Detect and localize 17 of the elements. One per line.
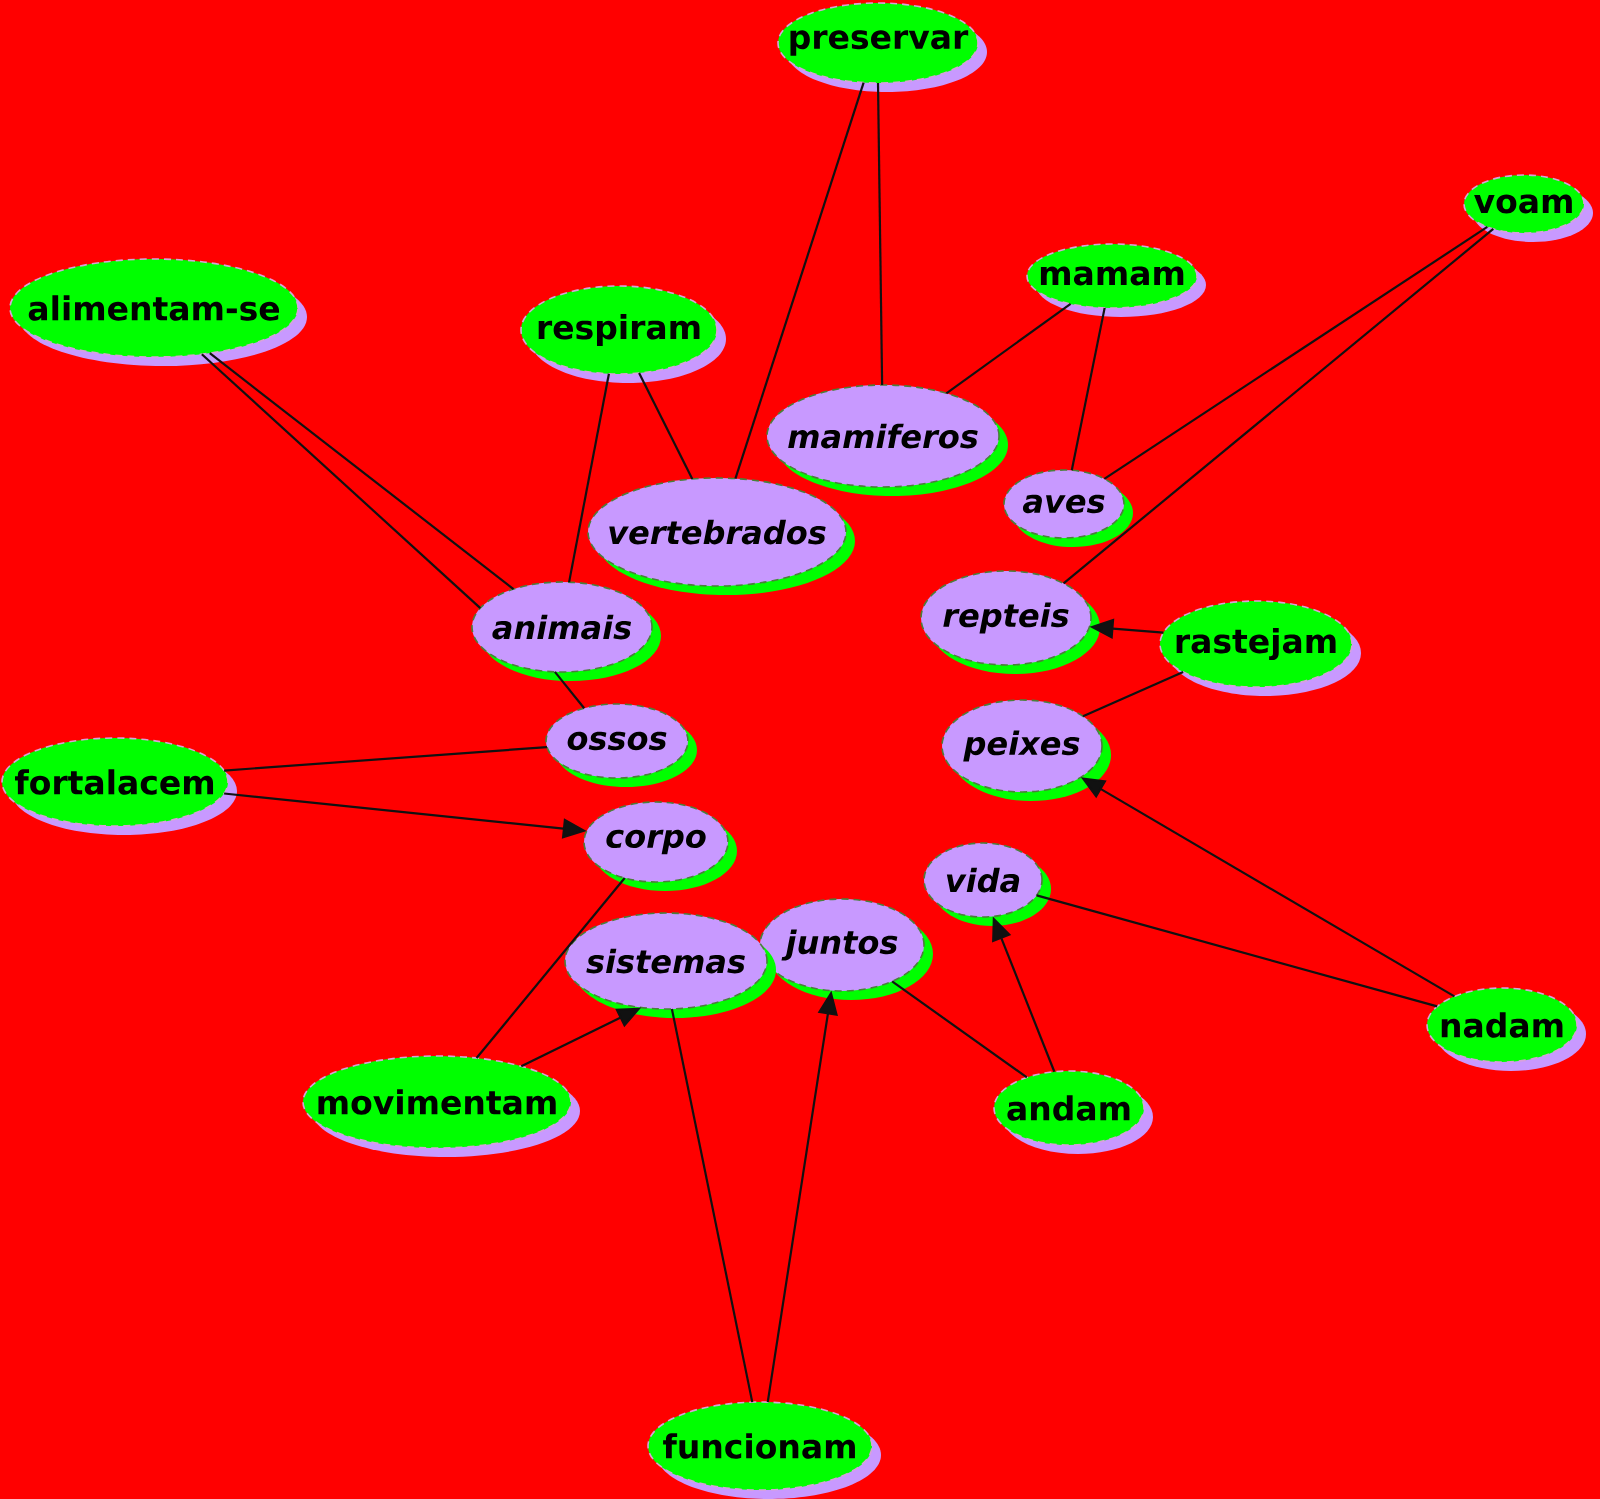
connector-line (209, 352, 515, 590)
connector-line (201, 353, 482, 609)
connector-line (475, 877, 626, 1059)
connector-line (1036, 894, 1438, 1008)
connector-line (734, 82, 865, 479)
connector-line (670, 1008, 754, 1403)
connector-line (876, 83, 884, 386)
connector-line (1082, 671, 1184, 718)
connector-line (638, 372, 694, 480)
connector-line (1103, 226, 1488, 480)
connector-line (1070, 307, 1106, 471)
connector-line (891, 980, 1028, 1079)
connector-line (1062, 228, 1494, 585)
connector-line (224, 746, 548, 772)
connector-line (554, 671, 586, 709)
connector-line (945, 303, 1072, 395)
connector-line (568, 373, 610, 583)
